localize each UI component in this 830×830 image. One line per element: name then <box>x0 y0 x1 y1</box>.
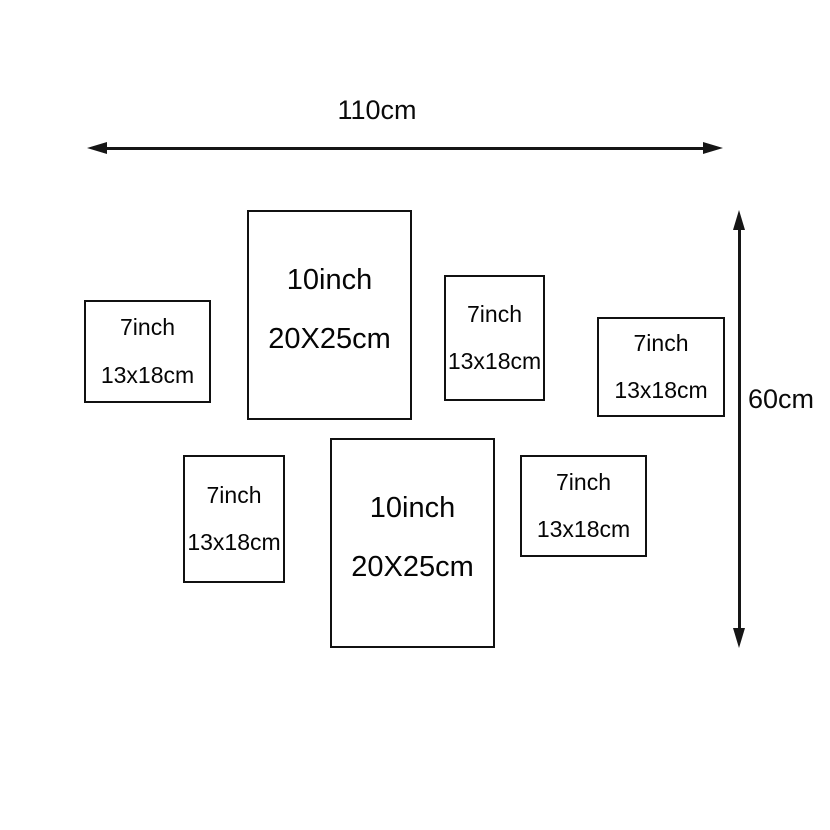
frame-size-inch: 10inch <box>286 263 373 296</box>
frame-7inch-bottom-right: 7inch 13x18cm <box>520 455 647 557</box>
frame-size-cm: 13x18cm <box>536 516 631 542</box>
height-dimension-label: 60cm <box>748 384 815 414</box>
frame-size-inch: 10inch <box>369 491 456 524</box>
frame-7inch-top-left: 7inch 13x18cm <box>84 300 211 403</box>
width-dimension-label: 110cm <box>337 95 417 125</box>
frame-7inch-top-right: 7inch 13x18cm <box>597 317 725 417</box>
arrow-up-head-icon <box>733 210 745 230</box>
frame-7inch-bottom-left: 7inch 13x18cm <box>183 455 285 583</box>
arrow-shaft <box>737 225 741 633</box>
arrow-shaft <box>102 146 708 150</box>
frame-10inch-top: 10inch 20X25cm <box>247 210 412 420</box>
frame-size-cm: 13x18cm <box>187 529 281 555</box>
frame-10inch-bottom: 10inch 20X25cm <box>330 438 495 648</box>
frame-size-cm: 13x18cm <box>447 348 542 374</box>
arrow-right-head-icon <box>703 142 723 154</box>
frame-size-inch: 7inch <box>556 468 611 495</box>
frame-size-cm: 20X25cm <box>351 550 474 583</box>
arrow-down-head-icon <box>733 628 745 648</box>
arrow-left-head-icon <box>87 142 107 154</box>
frame-size-inch: 7inch <box>206 481 262 508</box>
frame-size-inch: 7inch <box>633 329 689 356</box>
frame-size-cm: 13x18cm <box>614 377 708 403</box>
frame-size-inch: 7inch <box>467 300 522 327</box>
height-dimension-arrow <box>731 210 747 648</box>
frame-size-cm: 20X25cm <box>268 322 391 355</box>
frame-7inch-top-middle: 7inch 13x18cm <box>444 275 545 401</box>
width-dimension-arrow <box>87 140 723 156</box>
frame-size-cm: 13x18cm <box>100 361 195 388</box>
frame-size-inch: 7inch <box>120 314 175 341</box>
